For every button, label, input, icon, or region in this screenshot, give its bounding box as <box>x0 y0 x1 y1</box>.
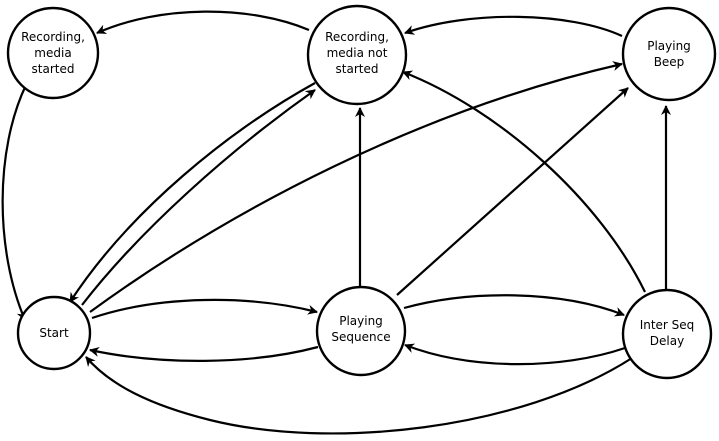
node-label: started <box>336 62 379 76</box>
edges <box>1 10 671 435</box>
node-label: media <box>34 46 71 60</box>
node-circle <box>16 295 92 371</box>
edge-sequence-to-beep <box>396 87 629 296</box>
edge-rec-not-started-to-start <box>69 82 316 303</box>
edge-sequence-to-delay <box>403 294 625 317</box>
edge-start-to-beep <box>89 61 623 313</box>
node-label: Recording, <box>21 30 85 44</box>
node-label: Start <box>39 326 69 340</box>
node-playing-sequence: Playing Sequence <box>315 285 407 377</box>
edge-delay-to-rec-not-started <box>402 70 646 293</box>
edge-start-to-sequence <box>91 298 318 320</box>
node-label: Inter Seq <box>640 318 695 332</box>
edge-beep-to-rec-not-started <box>404 15 623 37</box>
edge-delay-to-start <box>85 356 633 435</box>
node-recording-media-started: Recording, media started <box>6 6 100 100</box>
node-circle <box>6 6 100 100</box>
edge-start-to-rec-not-started <box>81 89 316 306</box>
node-playing-beep: Playing Beep <box>621 6 717 102</box>
edge-rec-started-to-start <box>1 84 27 321</box>
node-label: Sequence <box>331 330 390 344</box>
node-label: Beep <box>654 55 685 69</box>
edge-sequence-to-start <box>89 345 319 362</box>
node-start: Start <box>16 295 92 371</box>
node-label: media not <box>327 46 388 60</box>
node-circle <box>306 4 408 106</box>
edge-rec-not-started-to-rec-started <box>96 10 310 35</box>
edge-delay-to-sequence <box>404 343 626 366</box>
node-label: started <box>32 62 75 76</box>
node-recording-media-not-started: Recording, media not started <box>306 4 408 106</box>
node-label: Delay <box>650 334 684 348</box>
nodes: Recording, media started Recording, medi… <box>6 4 717 380</box>
node-circle <box>621 6 717 102</box>
node-label: Recording, <box>325 30 389 44</box>
node-circle <box>315 285 407 377</box>
node-label: Playing <box>339 314 383 328</box>
node-circle <box>621 288 713 380</box>
node-label: Playing <box>647 39 691 53</box>
node-inter-seq-delay: Inter Seq Delay <box>621 288 713 380</box>
